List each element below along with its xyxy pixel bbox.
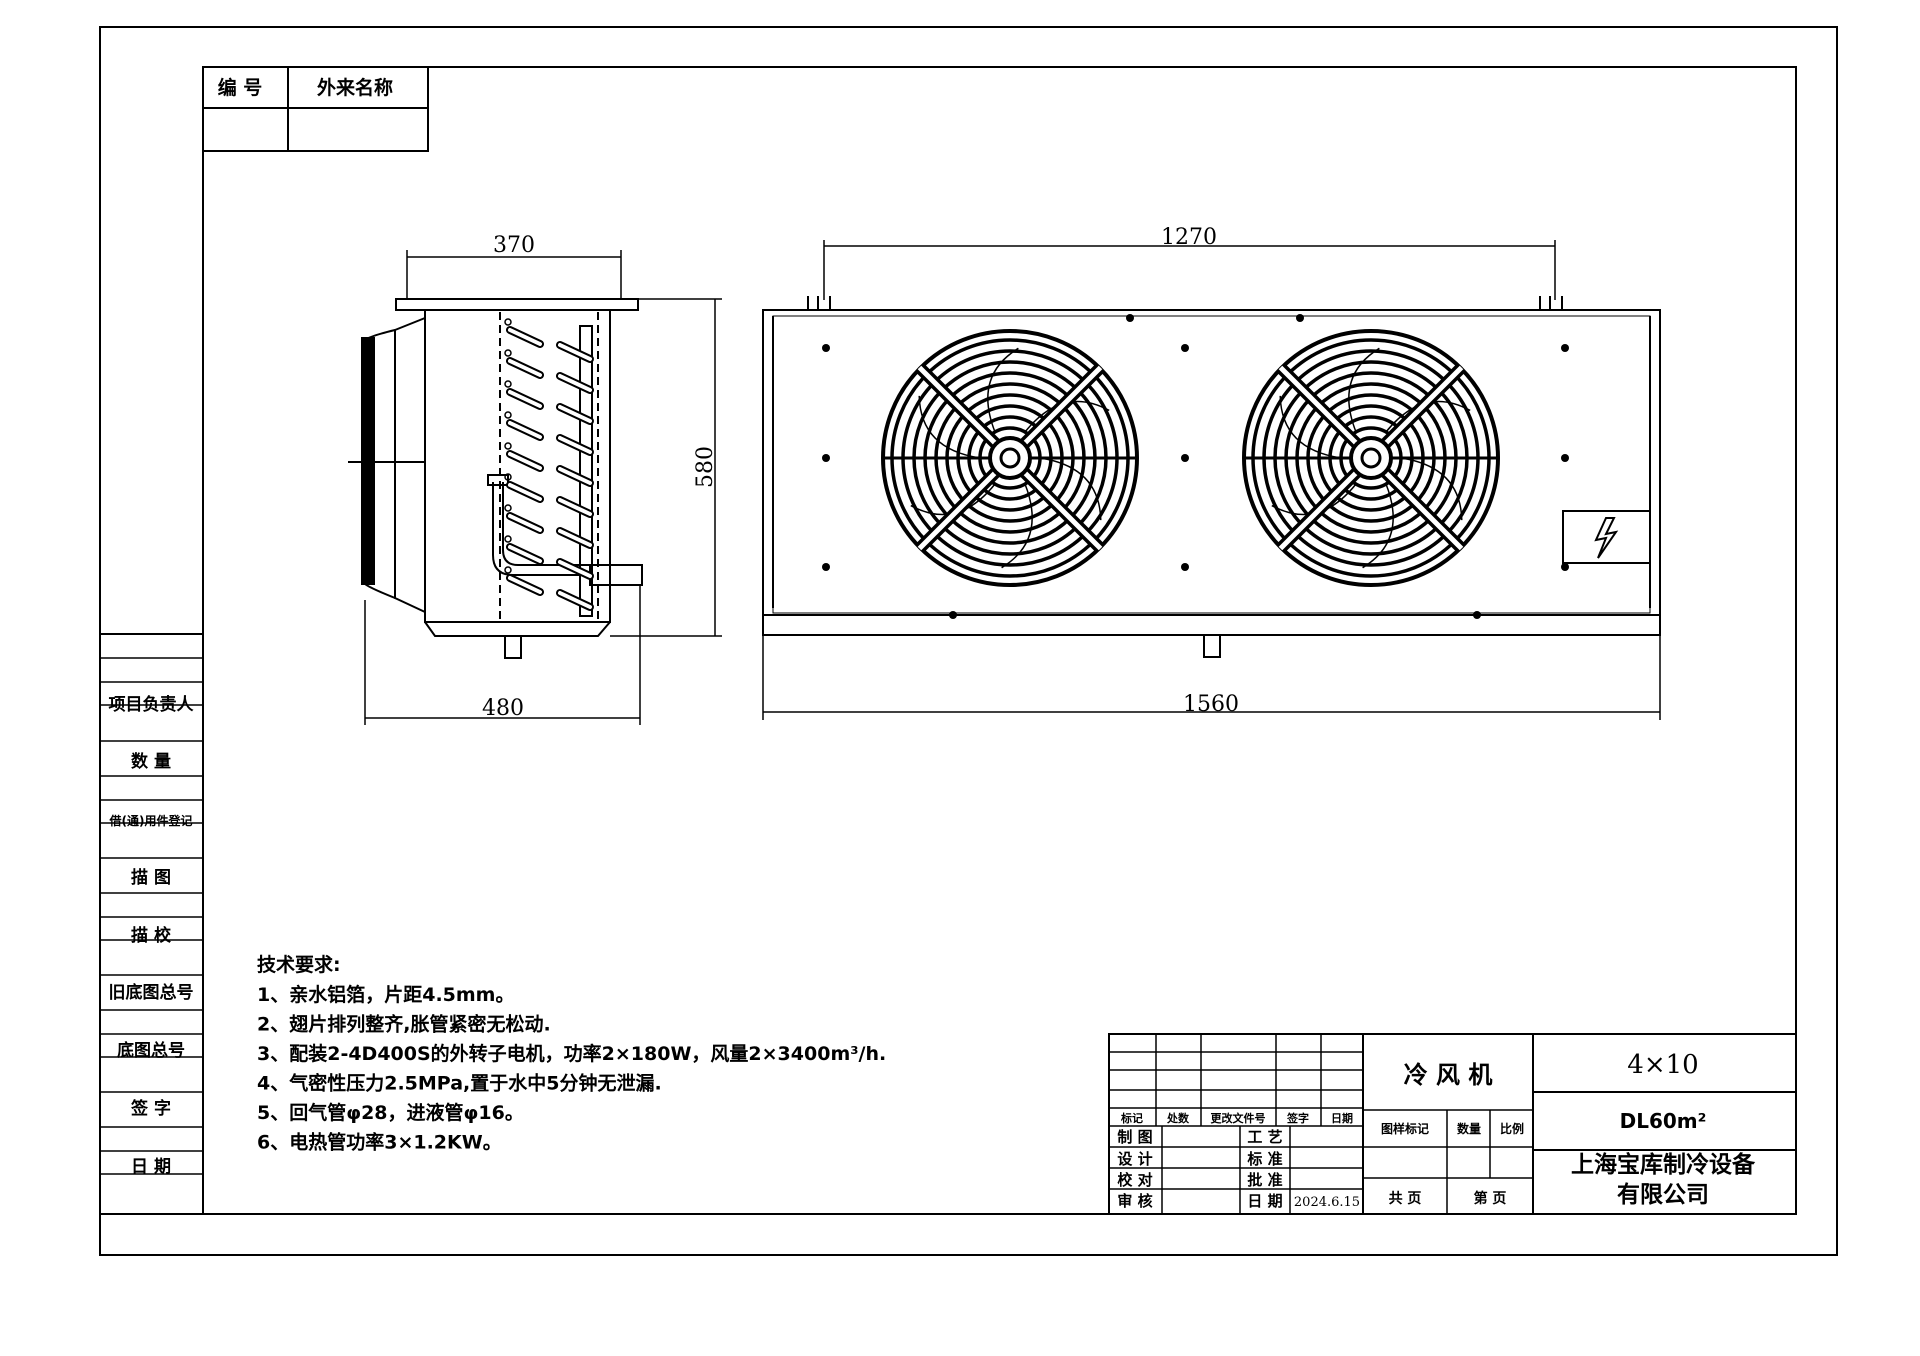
mounting-hole — [1473, 611, 1481, 619]
rev-header: 处数 — [1166, 1111, 1190, 1125]
strip-label: 数 量 — [131, 751, 171, 772]
strip-label: 旧底图总号 — [109, 982, 194, 1003]
mounting-hole — [822, 344, 830, 352]
sheet-total: 共 页 — [1389, 1190, 1422, 1207]
mounting-hole — [822, 563, 830, 571]
mounting-holes — [822, 314, 1569, 619]
mounting-hole — [1181, 344, 1189, 352]
rev-header: 日期 — [1331, 1111, 1353, 1125]
mounting-hole — [1126, 314, 1134, 322]
company-line-2: 有限公司 — [1617, 1181, 1709, 1208]
side-view — [348, 298, 643, 659]
strip-label: 项目负责人 — [109, 694, 195, 715]
mark-header: 数量 — [1457, 1121, 1481, 1136]
sign-row-label: 日 期 — [1247, 1192, 1282, 1210]
technical-notes: 技术要求: 1、亲水铝箔，片距4.5mm。 2、翅片排列整齐,胀管紧密无松动. 3、… — [257, 953, 886, 1154]
sign-row-label: 标 准 — [1246, 1150, 1282, 1168]
side-view-dimensions — [364, 250, 722, 725]
dim-side-height: 580 — [693, 446, 718, 488]
fan-icon — [881, 329, 1139, 587]
product-spec: 4×10 — [1627, 1050, 1698, 1080]
dim-front-bottom: 1560 — [1183, 692, 1239, 717]
inner-border — [202, 66, 1797, 1215]
company-line-1: 上海宝库制冷设备 — [1571, 1151, 1756, 1178]
strip-label: 底图总号 — [117, 1040, 185, 1061]
note-line: 5、回气管φ28，进液管φ16。 — [257, 1101, 524, 1124]
sign-row-label: 校 对 — [1117, 1171, 1152, 1189]
rev-header: 签字 — [1286, 1111, 1309, 1125]
note-line: 3、配装2-4D400S的外转子电机，功率2×180W，风量2×3400m³/h… — [257, 1042, 886, 1065]
sign-row-label: 批 准 — [1247, 1171, 1282, 1189]
mounting-hole — [1296, 314, 1304, 322]
sign-row-label: 设 计 — [1117, 1150, 1152, 1168]
product-model: DL60m² — [1620, 1109, 1707, 1133]
dim-side-bottom: 480 — [482, 696, 524, 721]
mark-header: 比例 — [1500, 1121, 1524, 1136]
top-left-table: 编 号 外来名称 — [202, 66, 429, 152]
table-header-number: 编 号 — [218, 76, 263, 99]
note-line: 2、翅片排列整齐,胀管紧密无松动. — [257, 1013, 551, 1036]
mounting-hole — [1561, 563, 1569, 571]
strip-label: 描 图 — [131, 867, 171, 888]
mounting-hole — [1181, 563, 1189, 571]
strip-label: 日 期 — [131, 1157, 171, 1177]
sign-row-label: 制 图 — [1117, 1128, 1152, 1146]
mounting-hole — [1561, 344, 1569, 352]
product-name: 冷 风 机 — [1404, 1061, 1493, 1089]
mounting-hole — [1181, 454, 1189, 462]
table-header-name: 外来名称 — [317, 76, 393, 99]
note-line: 1、亲水铝箔，片距4.5mm。 — [257, 983, 514, 1006]
sign-row-label: 审 核 — [1117, 1192, 1152, 1210]
title-block — [1108, 1033, 1797, 1215]
fan-icon — [1242, 329, 1500, 587]
outer-border — [99, 26, 1838, 1256]
front-view-dimensions — [762, 240, 1661, 720]
high-voltage-icon — [1562, 510, 1651, 564]
dim-side-top: 370 — [493, 233, 535, 258]
mark-header: 图样标记 — [1381, 1121, 1429, 1136]
strip-label: 借(通)用件登记 — [109, 813, 193, 828]
strip-label: 签 字 — [130, 1098, 171, 1119]
sign-row-label: 工 艺 — [1247, 1128, 1282, 1146]
dim-front-top: 1270 — [1161, 225, 1217, 250]
rev-header: 更改文件号 — [1211, 1111, 1266, 1125]
strip-label: 描 校 — [131, 925, 172, 946]
mounting-hole — [949, 611, 957, 619]
rev-header: 标记 — [1120, 1111, 1143, 1125]
drawing-date: 2024.6.15 — [1294, 1195, 1360, 1210]
notes-title: 技术要求: — [257, 953, 341, 976]
note-line: 4、气密性压力2.5MPa,置于水中5分钟无泄漏. — [257, 1072, 662, 1095]
sheet-number: 第 页 — [1474, 1190, 1507, 1207]
front-view — [762, 296, 1661, 658]
note-line: 6、电热管功率3×1.2KW。 — [257, 1131, 502, 1154]
mounting-hole — [1561, 454, 1569, 462]
mounting-hole — [822, 454, 830, 462]
